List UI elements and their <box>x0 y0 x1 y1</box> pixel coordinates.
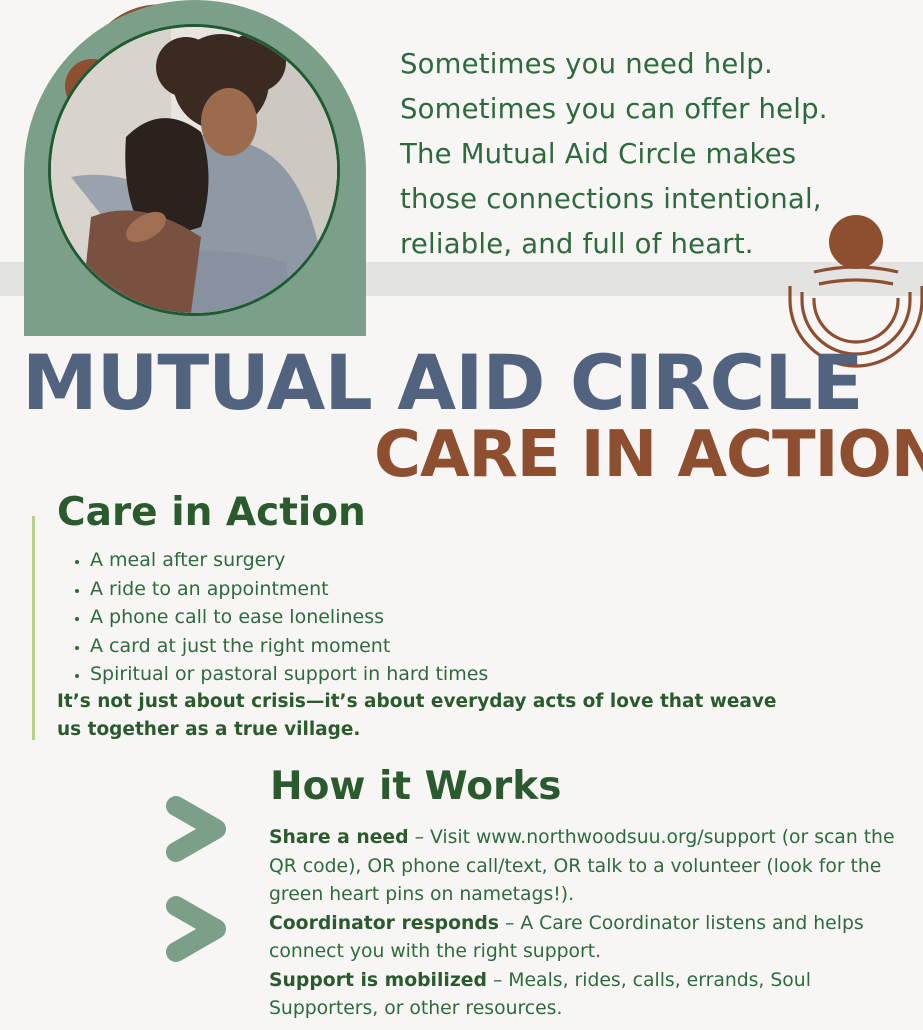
how-steps: Share a need – Visit www.northwoodsuu.or… <box>269 824 909 1024</box>
intro-line: reliable, and full of heart. <box>400 228 754 260</box>
chevron-right-icon <box>166 896 226 962</box>
intro-paragraph: Sometimes you need help. Sometimes you c… <box>400 42 900 267</box>
page-title: MUTUAL AID CIRCLE <box>22 338 864 427</box>
intro-line: Sometimes you can offer help. <box>400 93 828 125</box>
photo-illustration <box>51 27 337 313</box>
step-text: – A Care Coordinator listens and helps c… <box>269 912 864 963</box>
care-list: A meal after surgery A ride to an appoin… <box>66 546 488 689</box>
step-text: – Visit www.northwoodsuu.org/support (or… <box>269 827 895 905</box>
chevron-right-icon <box>166 796 226 862</box>
step-title: Share a need <box>269 827 409 848</box>
step-item: Share a need – Visit www.northwoodsuu.or… <box>269 824 909 910</box>
section-accent-bar <box>32 516 35 740</box>
care-section-heading: Care in Action <box>57 490 366 535</box>
list-item: A phone call to ease loneliness <box>90 603 488 632</box>
intro-line: Sometimes you need help. <box>400 48 773 80</box>
step-title: Coordinator responds <box>269 912 499 934</box>
decorative-arcs-right <box>788 215 923 368</box>
photo-hugging-women <box>48 24 340 316</box>
step-item: Support is mobilized – Meals, rides, cal… <box>269 967 909 1024</box>
how-section-heading: How it Works <box>270 764 562 809</box>
list-item: A ride to an appointment <box>90 575 488 604</box>
intro-line: those connections intentional, <box>400 183 822 215</box>
intro-line: The Mutual Aid Circle makes <box>400 138 797 170</box>
care-tagline: It’s not just about crisis—it’s about ev… <box>57 691 777 740</box>
step-title: Support is mobilized <box>269 969 487 991</box>
step-item: Coordinator responds – A Care Coordinato… <box>269 910 909 967</box>
list-item: A card at just the right moment <box>90 632 488 661</box>
list-item: A meal after surgery <box>90 546 488 575</box>
page-subtitle: CARE IN ACTION <box>374 418 923 492</box>
step-text: – Meals, rides, calls, errands, Soul Sup… <box>269 969 811 1020</box>
list-item: Spiritual or pastoral support in hard ti… <box>90 660 488 689</box>
